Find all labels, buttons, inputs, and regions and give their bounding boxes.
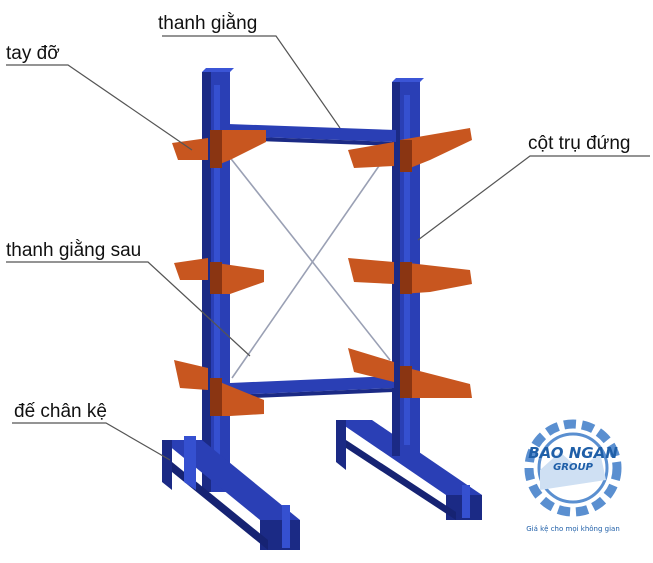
label-tay-do: tay đỡ	[6, 43, 60, 64]
leader-thanh-giang-sau	[6, 261, 251, 357]
left-base	[162, 436, 300, 550]
label-de-chan-ke: đế chân kệ	[14, 401, 107, 422]
left-arm-top	[172, 130, 266, 168]
label-thanh-giang: thanh giằng	[158, 13, 258, 34]
top-brace	[228, 124, 396, 146]
leader-thanh-giang	[162, 35, 341, 129]
back-brace-wire-1	[227, 154, 391, 361]
leader-tay-do	[6, 64, 193, 151]
logo-name-line2: GROUP	[553, 462, 593, 473]
leader-lines	[6, 35, 650, 461]
leader-de-chan-ke	[12, 422, 171, 461]
back-brace-wire-2	[231, 149, 391, 379]
right-arm-middle	[348, 258, 472, 294]
left-arm-bottom	[174, 360, 264, 416]
right-arm-bottom	[348, 348, 472, 398]
bottom-brace	[230, 376, 394, 399]
right-base	[336, 420, 482, 520]
logo-slogan: Giá kệ cho mọi không gian	[526, 525, 620, 533]
logo-name-line1: BAO NGAN	[528, 444, 618, 462]
label-thanh-giang-sau: thanh giằng sau	[6, 240, 142, 261]
left-arm-middle	[174, 258, 264, 294]
leader-cot-tru-dung	[417, 155, 650, 241]
bao-ngan-logo	[524, 419, 622, 517]
right-arm-top	[348, 128, 472, 172]
label-cot-tru-dung: cột trụ đứng	[528, 133, 631, 154]
